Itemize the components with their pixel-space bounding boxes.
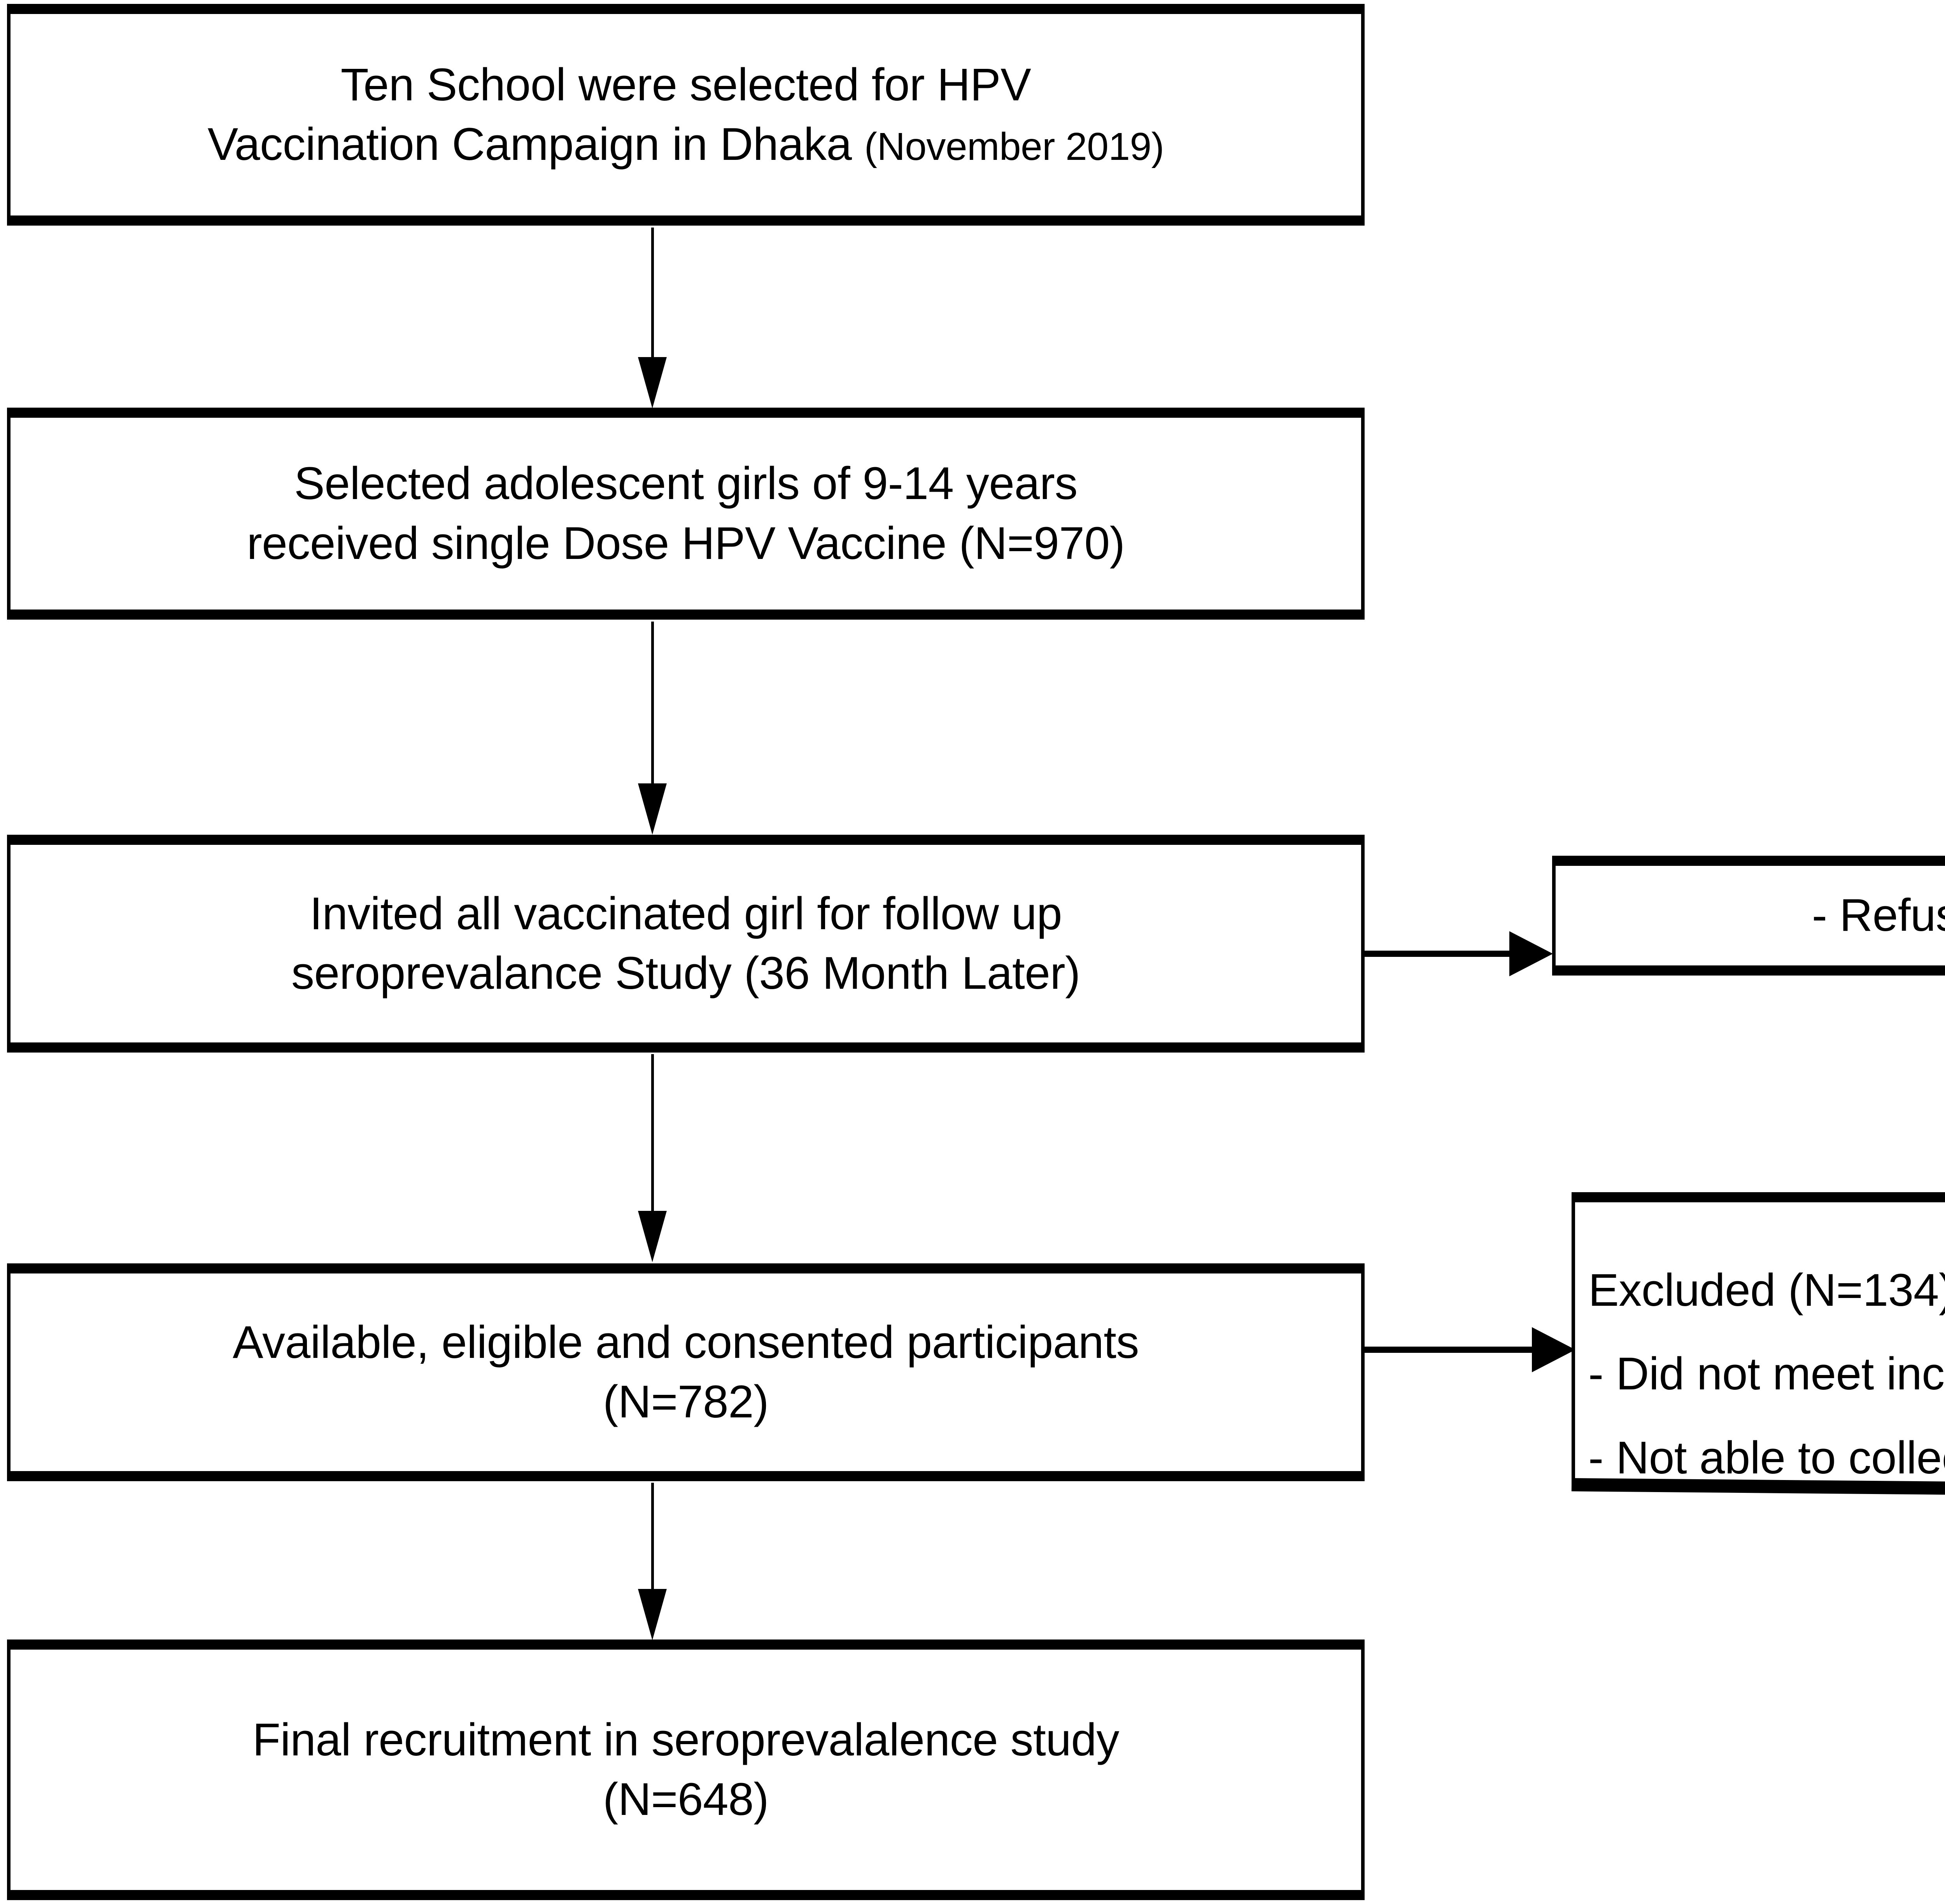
box-final-line-2: (N=648)	[603, 1774, 769, 1825]
connector-vaccinated-to-invited	[627, 622, 678, 835]
connector-eligible-to-final	[627, 1483, 678, 1640]
arrow-head-right-icon	[1532, 1327, 1575, 1372]
box-excluded-bottom-border	[1571, 1478, 1945, 1502]
connector-eligible-to-excluded	[1363, 1327, 1575, 1372]
box-schools-selected: Ten School were selected for HPV Vaccina…	[7, 4, 1365, 226]
connector-shaft	[1363, 1347, 1535, 1353]
box-excluded-line-3: - Not able to collect blood sample (N=92…	[1588, 1432, 1945, 1484]
connector-invited-to-refused	[1363, 931, 1553, 976]
box-invited-line-2: seroprevalance Study (36 Month Later)	[291, 948, 1080, 999]
box-invited-followup: Invited all vaccinated girl for follow u…	[7, 835, 1365, 1053]
arrow-head-down-icon	[638, 783, 667, 835]
box-vaccinated-line-2: received single Dose HPV Vaccine (N=970)	[247, 517, 1125, 569]
connector-shaft	[651, 1483, 654, 1594]
box-eligible-line-1: Available, eligible and consented partic…	[233, 1316, 1139, 1368]
box-schools-line-2: Vaccination Campaign in Dhaka (November …	[11, 115, 1361, 174]
connector-shaft	[1363, 951, 1515, 957]
arrow-head-down-icon	[638, 1589, 667, 1640]
box-eligible-line-2: (N=782)	[603, 1376, 769, 1428]
box-invited-line-1: Invited all vaccinated girl for follow u…	[309, 888, 1062, 939]
box-excluded-line-2: - Did not meet inclusion criteria (N=42)	[1588, 1348, 1945, 1400]
box-excluded-reasons: Excluded (N=134) - Did not meet inclusio…	[1572, 1192, 1945, 1490]
box-eligible-consented: Available, eligible and consented partic…	[7, 1263, 1365, 1481]
connector-invited-to-eligible	[627, 1054, 678, 1262]
box-refused-participate: - Refused to participate (N=188)	[1552, 856, 1945, 976]
connector-shaft	[651, 622, 654, 788]
connector-schools-to-vaccinated	[627, 228, 678, 408]
connector-shaft	[651, 228, 654, 362]
box-excluded-line-1: Excluded (N=134)	[1588, 1265, 1945, 1316]
box-refused-line-1: - Refused to participate (N=188)	[1812, 890, 1945, 941]
box-schools-line-1: Ten School were selected for HPV	[340, 59, 1031, 110]
arrow-head-down-icon	[638, 357, 667, 408]
box-schools-line-2-main: Vaccination Campaign in Dhaka	[207, 119, 864, 170]
arrow-head-right-icon	[1509, 931, 1553, 976]
box-schools-date-note: (November 2019)	[864, 125, 1164, 168]
connector-shaft	[651, 1054, 654, 1216]
box-final-recruitment: Final recruitment in seroprevalalence st…	[7, 1640, 1365, 1900]
arrow-head-down-icon	[638, 1211, 667, 1262]
box-vaccinated-line-1: Selected adolescent girls of 9-14 years	[294, 458, 1078, 510]
box-vaccinated-girls: Selected adolescent girls of 9-14 years …	[7, 408, 1365, 620]
box-final-line-1: Final recruitment in seroprevalalence st…	[252, 1714, 1120, 1766]
